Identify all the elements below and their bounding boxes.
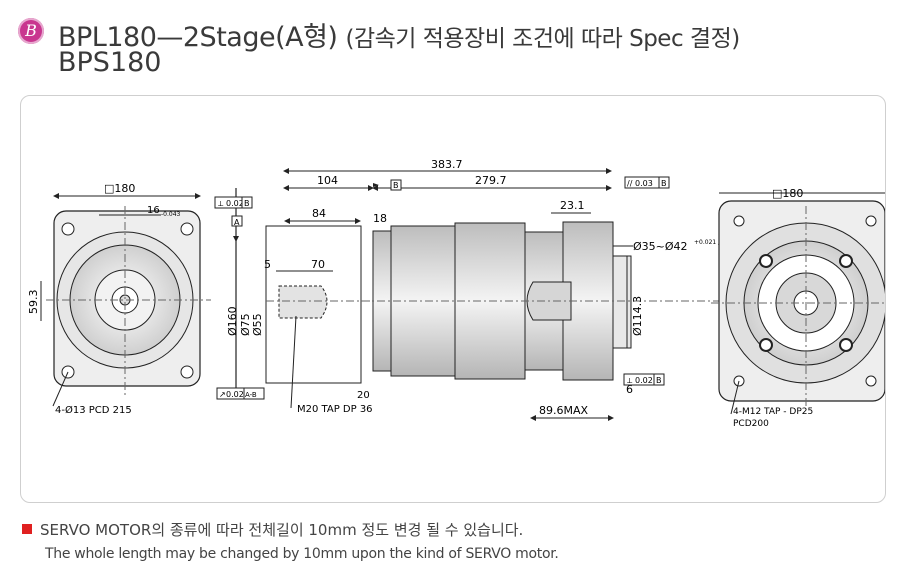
dim-key: 16: [147, 205, 160, 216]
main-body: 383.7 279.7 B // 0.03 B 23.1 Ø35~Ø42 +0.…: [283, 158, 726, 421]
holes-label: 4-Ø13 PCD 215: [55, 404, 132, 416]
fcf-parallel-ref: B: [661, 179, 667, 188]
technical-drawing: □180 16 -0.043 59.3 4-Ø13 PCD 215 ⟂ 0.02…: [27, 158, 887, 429]
fcf-runout-symbol: ↗: [219, 390, 226, 399]
title-subtitle: (감속기 적용장비 조건에 따라 Spec 결정): [345, 26, 740, 52]
leader-line: [290, 315, 297, 409]
fcf-perp-tol: 0.02: [226, 199, 244, 208]
corner-hole: [865, 375, 877, 387]
dim-key-tol: -0.043: [161, 211, 181, 218]
fcf-perp2-tol: 0.02: [635, 376, 653, 385]
fcf-runout-ref: A-B: [245, 391, 257, 399]
bullet-square: [22, 524, 32, 534]
tap-hole: [759, 254, 773, 268]
pcd-right-label: PCD200: [733, 419, 769, 429]
leader-line: [730, 380, 740, 415]
dim-5: 5: [264, 258, 271, 271]
bore-range: Ø35~Ø42: [633, 240, 688, 253]
dim-d114: Ø114.3: [631, 296, 644, 336]
bore-tol: +0.021 / 0: [694, 239, 726, 246]
dim-20: 20: [357, 390, 370, 401]
dim-70: 70: [311, 258, 325, 271]
fcf-perp-symbol: ⟂: [218, 199, 224, 208]
dim-18: 18: [373, 212, 387, 225]
fcf-perp2-symbol: ⟂: [627, 376, 633, 385]
tap-hole: [759, 338, 773, 352]
note-english: The whole length may be changed by 10mm …: [45, 546, 559, 562]
note-korean: SERVO MOTOR의 종류에 따라 전체길이 10mm 정도 변경 될 수 …: [22, 519, 523, 540]
right-view: □180 4-M12 TAP - DP25 PCD200: [711, 187, 887, 429]
dim-d55: Ø55: [251, 313, 264, 336]
output-shoulder: [612, 255, 632, 349]
datum-triangle: [233, 236, 239, 242]
fcf-parallel-ref-box: [658, 176, 670, 189]
dim-6: 6: [626, 383, 633, 396]
input-section: ⟂ 0.02 B A Ø160 Ø75 Ø55 84 104 5 70 18 c…: [214, 174, 387, 415]
dim-23: 23.1: [560, 199, 585, 212]
datum-b: B: [393, 181, 399, 190]
section-badge: B: [18, 18, 44, 44]
fcf-perp2-ref-box: [653, 373, 665, 386]
dim-104: 104: [317, 174, 338, 187]
datum-a-box: [231, 215, 243, 227]
datum-a: A: [234, 218, 240, 227]
fcf-runout-ref-box: [243, 387, 265, 400]
datum-b-arrow: [373, 183, 379, 187]
fcf-runout-tol: 0.02: [226, 390, 244, 399]
fcf-perp-ref-box: [241, 196, 253, 209]
datum-b-box: [390, 179, 402, 191]
corner-hole: [865, 215, 877, 227]
dim-total: 383.7: [431, 158, 463, 171]
note-ko-text: SERVO MOTOR의 종류에 따라 전체길이 10mm 정도 변경 될 수 …: [40, 521, 524, 539]
dim-max: 89.6MAX: [539, 404, 589, 417]
page-title-line2: BPS180: [58, 47, 162, 78]
tap-hole: [839, 254, 853, 268]
dim-height: 59.3: [27, 290, 40, 315]
dim-84: 84: [312, 207, 326, 220]
mount-hole: [61, 222, 75, 236]
dim-square: □180: [104, 182, 135, 195]
tap-hole: [839, 338, 853, 352]
page-title: BPL180—2Stage(A형) (감속기 적용장비 조건에 따라 Spec 결…: [58, 15, 740, 54]
tap-label: M20 TAP DP 36: [297, 404, 373, 415]
dim-d160: Ø160: [226, 306, 239, 336]
leader-line: [52, 371, 69, 407]
dim-d75: Ø75: [239, 313, 252, 336]
fcf-perp-ref: B: [244, 199, 250, 208]
left-view: □180 16 -0.043 59.3 4-Ø13 PCD 215: [27, 182, 211, 416]
drawing-panel: □180 16 -0.043 59.3 4-Ø13 PCD 215 ⟂ 0.02…: [20, 95, 887, 503]
mount-hole: [180, 365, 194, 379]
corner-hole: [733, 215, 745, 227]
model-title: BPL180—2Stage(A형): [58, 22, 338, 53]
fcf-parallel-symbol: //: [627, 179, 633, 188]
fcf-parallel-tol: 0.03: [635, 179, 653, 188]
input-bore: [278, 285, 328, 319]
fcf-perp2-ref: B: [656, 376, 662, 385]
tap-right-label: 4-M12 TAP - DP25: [733, 407, 813, 417]
dim-279: 279.7: [475, 174, 507, 187]
dim-square-right: □180: [772, 187, 803, 200]
mount-hole: [180, 222, 194, 236]
